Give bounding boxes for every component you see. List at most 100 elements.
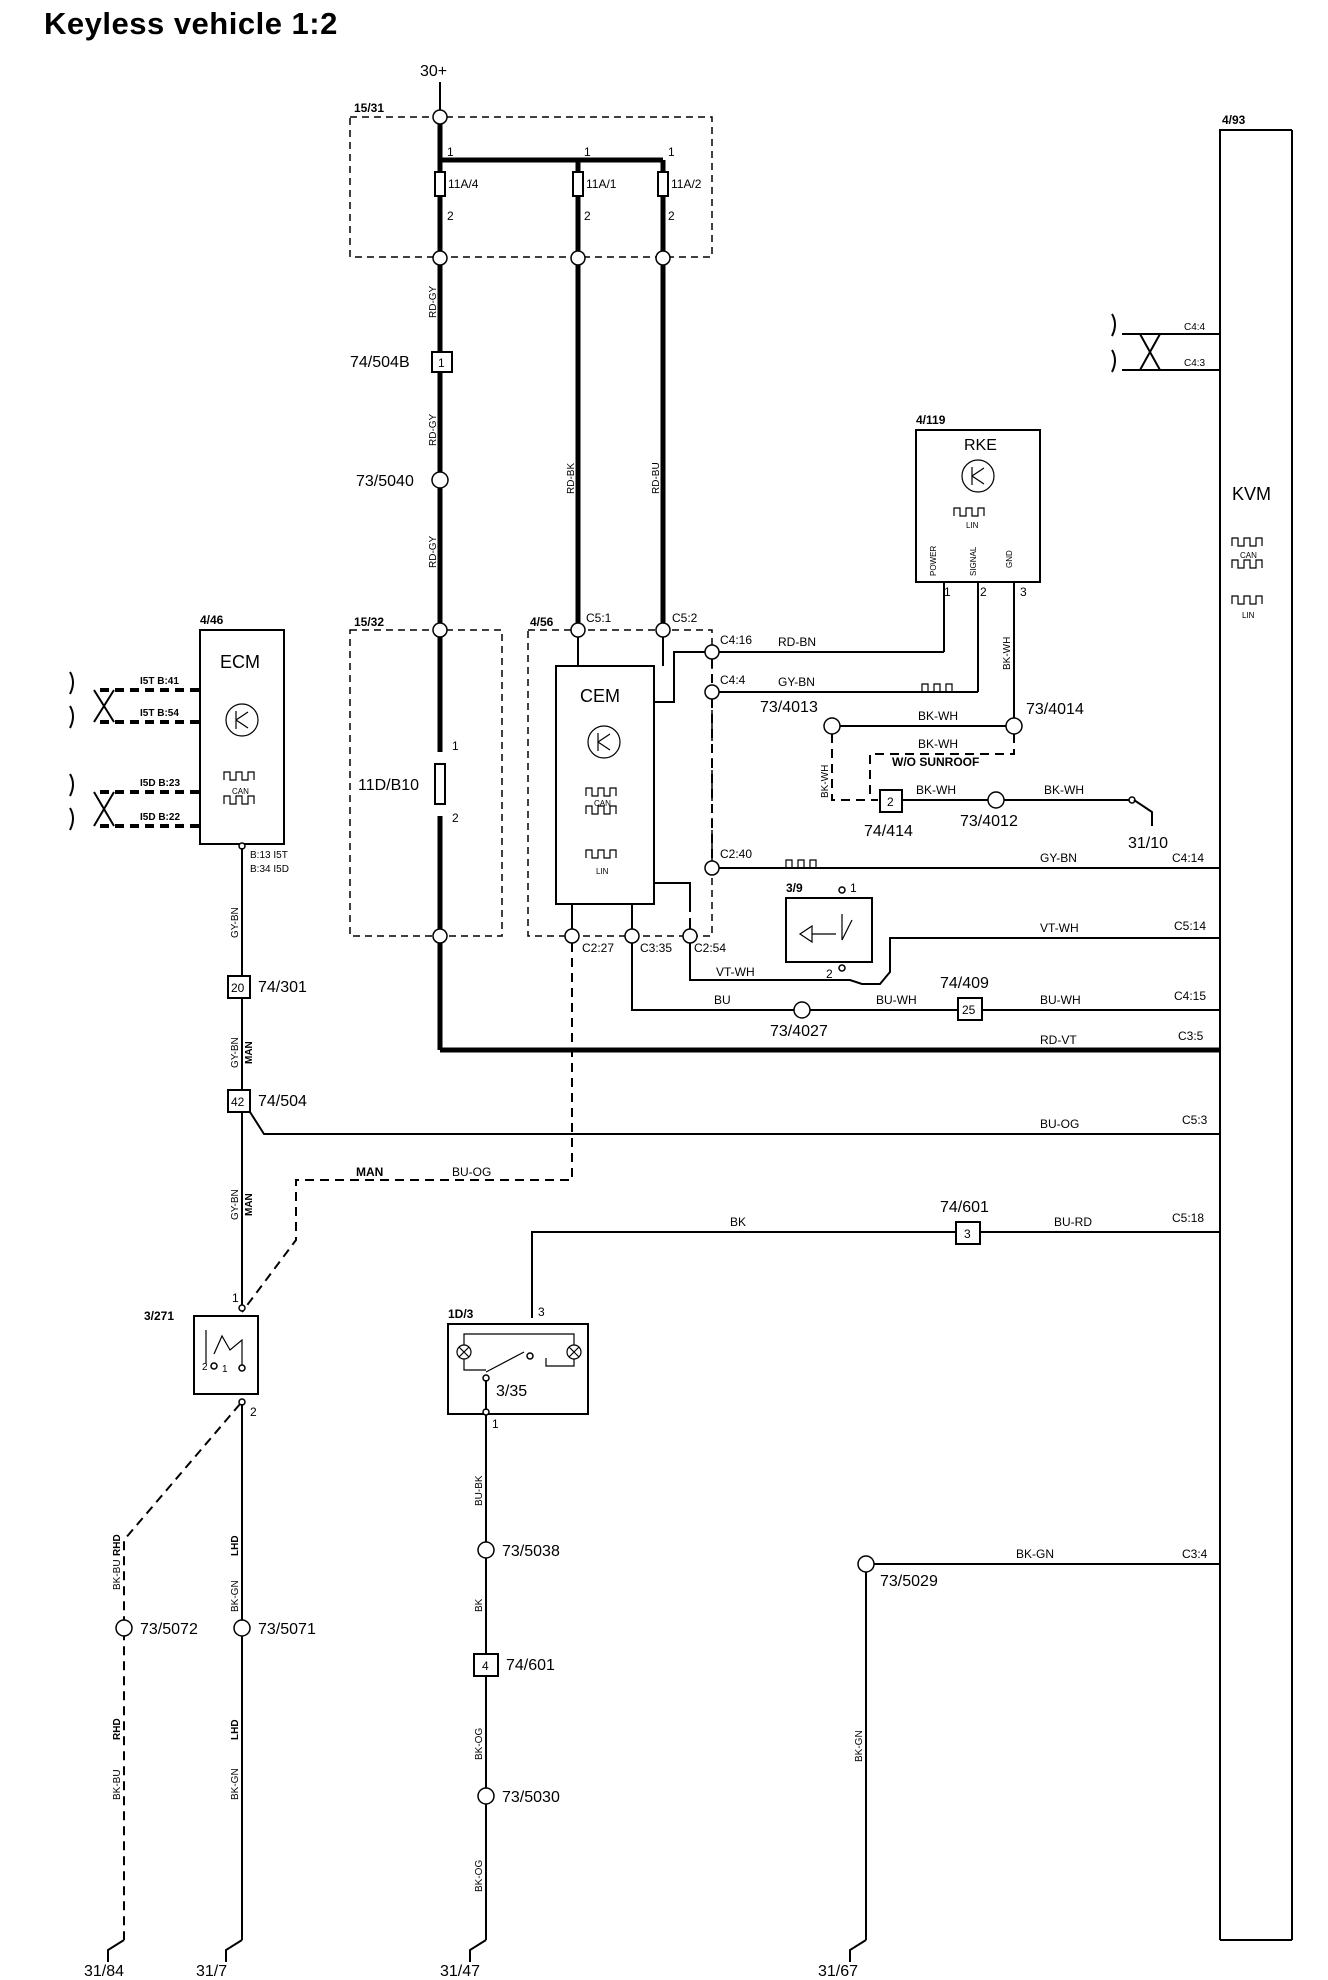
page-title: Keyless vehicle 1:2 bbox=[44, 6, 338, 41]
wire-bu-og-man-label: BU-OG bbox=[452, 1165, 491, 1179]
conn-74-504b-pin: 1 bbox=[438, 356, 445, 370]
switch-3-271-inner-2 bbox=[210, 1362, 218, 1370]
rke-transistor-icon bbox=[961, 459, 995, 493]
wire-bu-rd-label: BU-RD bbox=[1054, 1215, 1092, 1229]
wire-bk-gn-kvm-label: BK-GN bbox=[1016, 1547, 1054, 1561]
ecm-pin-i5t-41: I5T B:41 bbox=[140, 676, 179, 687]
fuse-11a4-label: 11A/4 bbox=[448, 177, 479, 191]
ecm-transistor-icon bbox=[225, 703, 259, 737]
splice-73-5038-label: 73/5038 bbox=[502, 1543, 560, 1560]
rke-pin-signal: SIGNAL bbox=[969, 546, 978, 576]
kvm-pin-c4-3: C4:3 bbox=[1184, 358, 1206, 369]
cem-node-c4-16 bbox=[704, 644, 720, 660]
conn-74-301-label: 74/301 bbox=[258, 979, 307, 996]
cem-node-c4-4 bbox=[704, 684, 720, 700]
splice-73-4014-label: 73/4014 bbox=[1026, 701, 1084, 718]
fuse15-32-node-top bbox=[432, 622, 448, 638]
wire-rd-gy-1: RD-GY bbox=[428, 285, 439, 318]
switch-1d-3 bbox=[447, 1323, 589, 1415]
ecm-pin-i5d-23: I5D B:23 bbox=[140, 778, 180, 789]
cem-pin-c2-27: C2:27 bbox=[582, 941, 614, 955]
switch-3-9-label: 3/9 bbox=[786, 881, 803, 895]
cem-can-wave-2 bbox=[585, 805, 617, 815]
cem-label: CEM bbox=[580, 686, 620, 706]
fusebox-15-31-label: 15/31 bbox=[354, 101, 384, 115]
wire-rd-gy-3: RD-GY bbox=[428, 535, 439, 568]
conn-74-409-pin: 25 bbox=[962, 1003, 976, 1017]
wire-bu-wh-label: BU-WH bbox=[876, 993, 917, 1007]
cem-pin-c3-35: C3:35 bbox=[640, 941, 672, 955]
cem-node-c2-40 bbox=[704, 860, 720, 876]
switch-1d-3-pin1: 1 bbox=[492, 1417, 499, 1431]
switch-3-271-label: 3/271 bbox=[144, 1309, 174, 1323]
ecm-module bbox=[199, 629, 285, 845]
conn-74-409 bbox=[957, 997, 983, 1021]
splice-73-5038 bbox=[477, 1541, 495, 1559]
cem-transistor-symbol bbox=[597, 733, 611, 751]
kvm-pin-c4-15: C4:15 bbox=[1174, 989, 1206, 1003]
ecm-pin-b13: B:13 I5T bbox=[250, 850, 288, 861]
kvm-pin-c4-14: C4:14 bbox=[1172, 851, 1204, 865]
cem-pin-c5-2: C5:2 bbox=[672, 611, 698, 625]
fuse-11a1-label: 11A/1 bbox=[586, 177, 617, 191]
splice-73-5040-label: 73/5040 bbox=[356, 473, 414, 490]
wire-bk-wh-dash-left bbox=[831, 734, 878, 801]
cem-can-label: CAN bbox=[594, 799, 611, 808]
splice-73-5030 bbox=[477, 1787, 495, 1805]
splice-73-4012 bbox=[987, 791, 1005, 809]
wire-bk-wh-c-label: BK-WH bbox=[916, 783, 956, 797]
conn-74-301 bbox=[227, 975, 251, 999]
kvm-pin-c5-18: C5:18 bbox=[1172, 1211, 1204, 1225]
switch-1d-3-lamp-right-cross bbox=[568, 1346, 580, 1358]
splice-73-5030-label: 73/5030 bbox=[502, 1789, 560, 1806]
ecm-can-twist-icon bbox=[93, 689, 115, 827]
switch-3-271-inner-1-label: 1 bbox=[222, 1364, 228, 1375]
wire-rd-vt-label: RD-VT bbox=[1040, 1033, 1077, 1047]
wire-bu-label: BU bbox=[714, 993, 731, 1007]
fuse-11a2 bbox=[657, 171, 669, 197]
cem-lin-label: LIN bbox=[596, 867, 609, 876]
switch-1d-3-inner-b bbox=[526, 1352, 534, 1360]
rke-block-label: 4/119 bbox=[916, 413, 946, 427]
conn-74-601b bbox=[473, 1653, 499, 1677]
ecm-can-wires bbox=[100, 688, 200, 828]
note-lhd-1: LHD bbox=[230, 1535, 241, 1556]
ground-31-47-symbol bbox=[469, 1939, 487, 1962]
splice-73-4014 bbox=[1005, 717, 1023, 735]
switch-3-271 bbox=[193, 1315, 259, 1395]
note-man-3: MAN bbox=[244, 1193, 255, 1216]
wire-bu-bk: BU-BK bbox=[474, 1475, 485, 1506]
wire-bk-gn-vert: BK-GN bbox=[854, 1730, 865, 1762]
cem-node-c5-1 bbox=[570, 622, 586, 638]
switch-3-9-contact-icon bbox=[841, 914, 853, 941]
switch-1d-3-lamp-bus-top bbox=[463, 1333, 575, 1345]
splice-73-5071-label: 73/5071 bbox=[258, 1621, 316, 1638]
supply-label: 30+ bbox=[420, 63, 447, 80]
rke-pin-power: POWER bbox=[929, 546, 938, 576]
ground-31-67-symbol bbox=[849, 1939, 867, 1962]
wire-bu-wh-kvm-label: BU-WH bbox=[1040, 993, 1081, 1007]
cem-pin-c5-1: C5:1 bbox=[586, 611, 612, 625]
kvm-can-twist-icon bbox=[1139, 333, 1161, 371]
wire-gy-bn-ecm-1: GY-BN bbox=[230, 907, 241, 938]
fusebox-15-32 bbox=[349, 629, 503, 937]
cem-pin-c2-40: C2:40 bbox=[720, 847, 752, 861]
rke-lin-wave bbox=[953, 507, 985, 517]
ground-31-84-symbol bbox=[107, 1939, 125, 1962]
kvm-can-label: CAN bbox=[1240, 551, 1257, 560]
rke-pin-1: 1 bbox=[944, 585, 951, 599]
wire-bu-og-man bbox=[241, 943, 573, 1313]
switch-3-9-light-icon bbox=[798, 924, 836, 944]
note-rhd-1: RHD bbox=[112, 1534, 123, 1556]
switch-3-271-pin1-node bbox=[238, 1304, 246, 1312]
ecm-pin-i5d-22: I5D B:22 bbox=[140, 812, 180, 823]
switch-3-271-pin2: 2 bbox=[250, 1405, 257, 1419]
splice-73-5029 bbox=[857, 1555, 875, 1573]
splice-73-5029-label: 73/5029 bbox=[880, 1573, 938, 1590]
wire-rd-bk: RD-BK bbox=[566, 463, 577, 494]
fusebox-15-31 bbox=[349, 116, 713, 258]
ground-31-7-label: 31/7 bbox=[196, 1963, 227, 1980]
cem-c2-54-link bbox=[654, 882, 691, 912]
cem-node-c3-35 bbox=[624, 928, 640, 944]
wire-bk-bu-1: BK-BU bbox=[112, 1559, 123, 1590]
